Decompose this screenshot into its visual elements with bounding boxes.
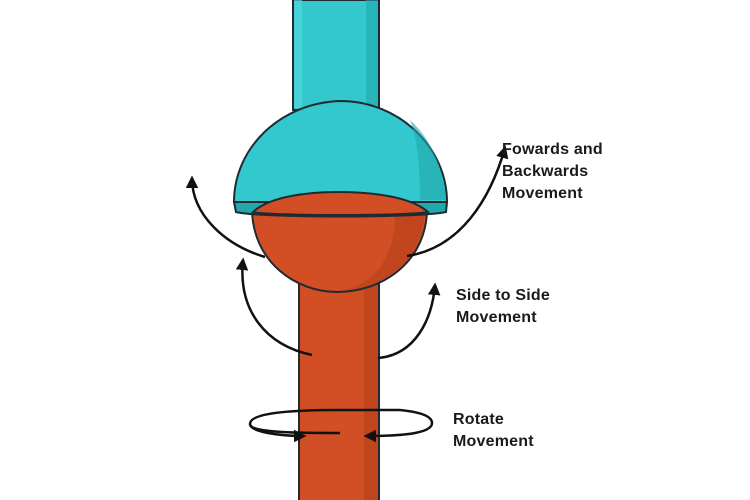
forwards-backwards-arrows	[185, 145, 509, 259]
forwards-backwards-label-line-2: Backwards	[502, 163, 589, 180]
forwards-backwards-label: Fowards and Backwards Movement	[502, 139, 603, 205]
rotate-arrow-right	[363, 408, 434, 443]
ball-head	[250, 207, 429, 294]
forwards-backwards-label-line-3: Movement	[502, 185, 583, 202]
side-to-side-label: Side to Side Movement	[456, 285, 550, 329]
lower-shaft	[298, 269, 380, 500]
ss-arrow-right	[377, 282, 441, 360]
rotate-label-line-1: Rotate	[453, 411, 504, 428]
side-to-side-label-line-2: Movement	[456, 309, 537, 326]
fb-arrow-right	[406, 145, 509, 258]
side-to-side-label-line-1: Side to Side	[456, 287, 550, 304]
rotate-label-line-2: Movement	[453, 433, 534, 450]
rotate-label: Rotate Movement	[453, 409, 534, 453]
upper-shaft	[292, 0, 380, 111]
ss-arrow-left	[235, 257, 313, 357]
fb-arrow-left	[185, 175, 266, 259]
side-to-side-arrows	[235, 257, 441, 360]
rotate-arrows	[248, 408, 434, 443]
ball-top	[250, 190, 431, 216]
forwards-backwards-label-line-1: Fowards and	[502, 141, 603, 158]
